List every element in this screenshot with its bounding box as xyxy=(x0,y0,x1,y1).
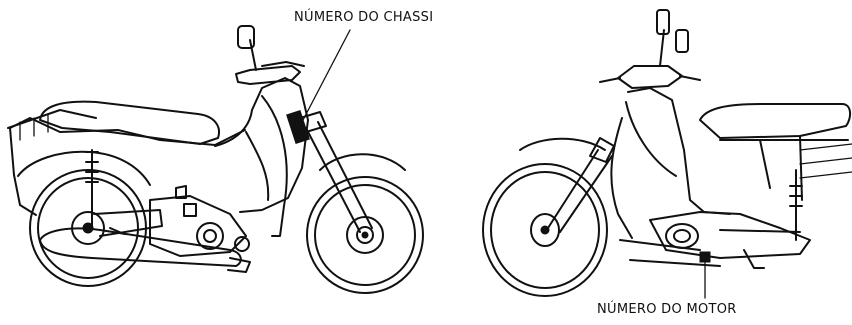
leg-shield-right-view xyxy=(610,117,633,239)
front-wheel xyxy=(306,176,424,294)
engine-number-location xyxy=(699,251,711,263)
frame-body xyxy=(214,77,309,213)
handlebar xyxy=(235,65,301,85)
chassis-pointer-line xyxy=(301,29,351,123)
front-fork xyxy=(305,121,373,233)
front-fork-right-view xyxy=(547,149,613,233)
mirror xyxy=(249,39,257,71)
chassis-number-location xyxy=(286,109,310,145)
rear-rack xyxy=(7,109,97,129)
mirror-right-view xyxy=(659,29,665,67)
engine-right-view xyxy=(649,211,811,259)
engine-number-label: NÚMERO DO MOTOR xyxy=(597,302,737,317)
engine xyxy=(149,185,250,257)
rear-shock xyxy=(85,149,99,226)
front-fender xyxy=(319,153,406,171)
leg-shield xyxy=(261,95,288,237)
seat-right-view xyxy=(699,103,852,139)
handlebar-right-view xyxy=(617,65,683,89)
muffler xyxy=(39,227,242,267)
rear-rack-right-view xyxy=(799,143,852,179)
seat xyxy=(39,100,220,145)
chassis-number-label: NÚMERO DO CHASSI xyxy=(294,10,434,25)
chain-case xyxy=(93,209,163,237)
front-fender-right-view xyxy=(519,137,606,151)
front-wheel-right-view xyxy=(482,163,608,297)
rear-shock-right-view xyxy=(789,169,803,241)
